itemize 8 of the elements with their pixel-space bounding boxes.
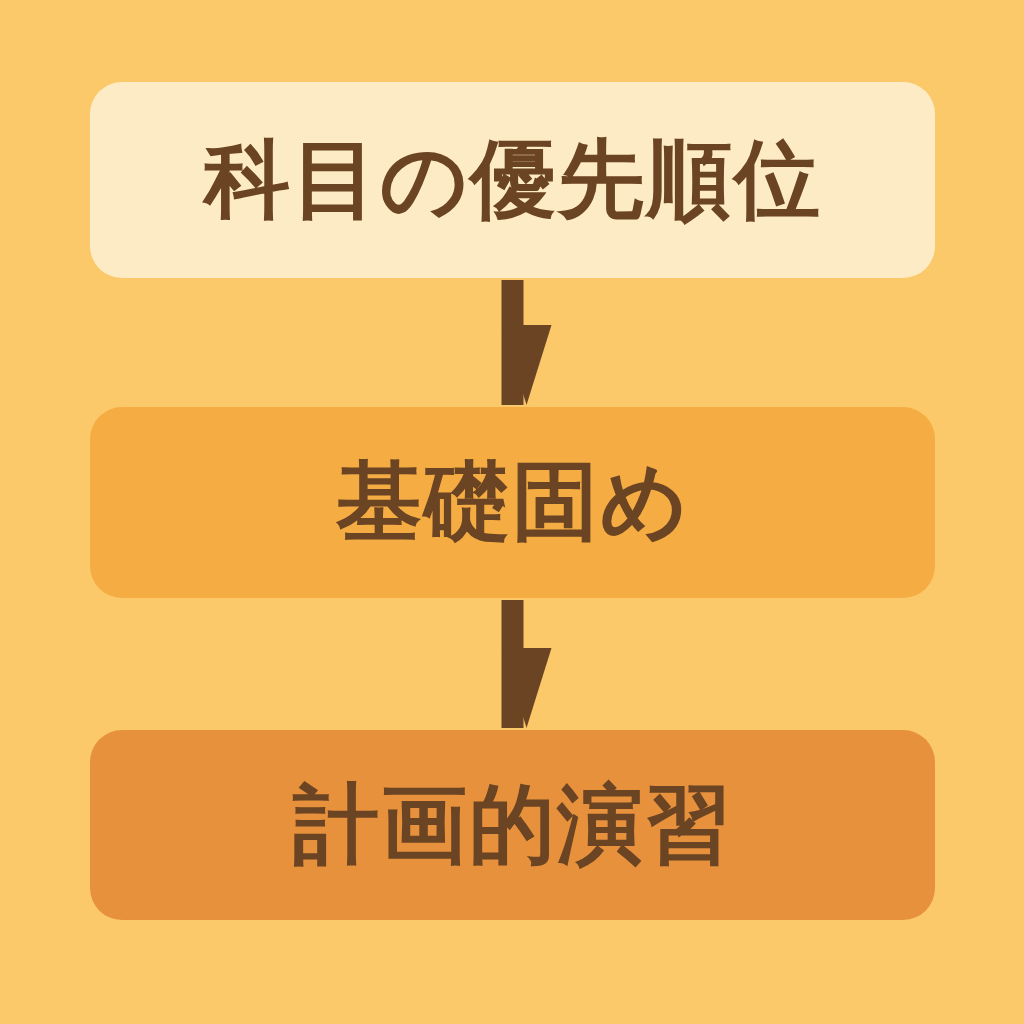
step-label: 計画的演習: [292, 772, 733, 876]
process-box: [90, 730, 935, 920]
process-box: [90, 407, 935, 598]
arrow: [501, 600, 552, 728]
process-box: [90, 82, 935, 278]
arrow: [501, 280, 552, 405]
step-label: 科目の優先順位: [203, 127, 822, 231]
step-label: 基礎固め: [335, 450, 690, 553]
